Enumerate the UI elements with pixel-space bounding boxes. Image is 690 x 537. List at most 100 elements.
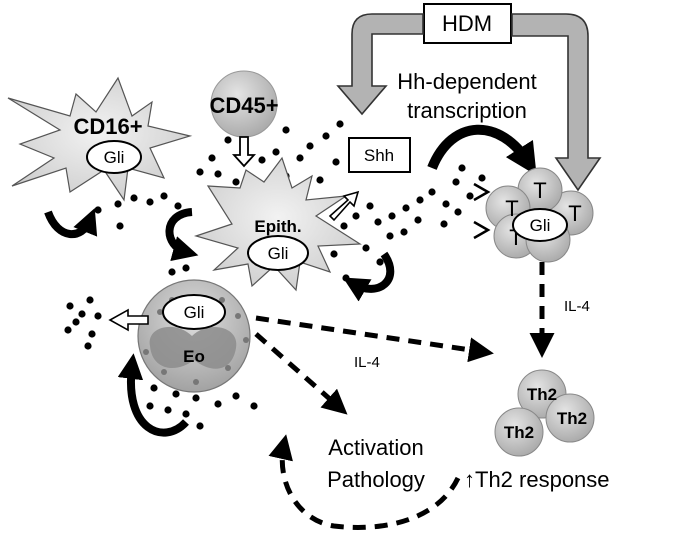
cd16-label: CD16+ <box>73 114 142 139</box>
cd45-cell: CD45+ <box>209 70 279 168</box>
shh-dot <box>306 142 314 150</box>
shh-dot <box>84 342 92 350</box>
shh-dot <box>146 198 154 206</box>
hh-dependent-label: Hh-dependent <box>397 69 536 94</box>
shh-dot <box>94 312 102 320</box>
pathology-label: Pathology <box>327 467 425 492</box>
shh-dot <box>376 258 384 266</box>
shh-dot <box>282 126 290 134</box>
eosinophil-label: Eo <box>183 347 205 366</box>
shh-dot <box>66 302 74 310</box>
shh-dot <box>466 192 474 200</box>
cd16-autocrine-arrow <box>44 208 98 239</box>
shh-dot <box>72 318 80 326</box>
shh-dot <box>196 422 204 430</box>
shh-dot <box>316 176 324 184</box>
shh-dot <box>442 200 450 208</box>
shh-dot <box>192 394 200 402</box>
epithelial-cell: Epith. Gli <box>193 156 362 292</box>
shh-dot <box>130 194 138 202</box>
transcription-label: transcription <box>407 98 527 123</box>
shh-label: Shh <box>364 146 394 165</box>
shh-dot <box>414 216 422 224</box>
eosinophil-autocrine-arrow <box>117 353 189 437</box>
shh-dot <box>458 164 466 172</box>
shh-dot <box>164 406 172 414</box>
eosinophil-gli-label: Gli <box>184 303 205 322</box>
shh-dot <box>374 218 382 226</box>
shh-dot <box>454 208 462 216</box>
shh-dot <box>88 330 96 338</box>
eosinophil-secretion-arrow <box>108 308 149 332</box>
cd16-cell: CD16+ Gli <box>7 76 193 202</box>
shh-dot <box>332 158 340 166</box>
shh-dot <box>402 204 410 212</box>
shh-dot <box>340 222 348 230</box>
t-cell-label-top: T <box>533 178 546 203</box>
shh-dot <box>168 268 176 276</box>
cd16-star-shape <box>7 76 193 202</box>
epithelial-shh-secretion-arrow <box>328 190 360 222</box>
shh-to-tcell-curved-arrow <box>427 124 537 176</box>
shh-dot <box>388 212 396 220</box>
t-cell-gli-label: Gli <box>530 216 551 235</box>
epithelial-autocrine-left-arrow <box>165 208 199 261</box>
receptor-upper <box>473 182 491 202</box>
cd45-label: CD45+ <box>209 93 278 118</box>
shh-dot <box>336 120 344 128</box>
il4-right-label: IL-4 <box>564 298 590 315</box>
hdm-label: HDM <box>442 11 492 36</box>
shh-dot <box>232 392 240 400</box>
shh-dot <box>214 400 222 408</box>
shh-dot <box>114 200 122 208</box>
cd16-gli-label: Gli <box>104 148 125 167</box>
shh-dot <box>172 390 180 398</box>
th2-label-right: Th2 <box>557 409 587 428</box>
t-cell-label-left: T <box>505 196 518 221</box>
shh-dot <box>174 202 182 210</box>
shh-dot <box>182 264 190 272</box>
shh-dot <box>258 156 266 164</box>
shh-dot <box>182 410 190 418</box>
shh-dot <box>160 192 168 200</box>
hdm-left-block-arrow <box>336 13 424 116</box>
epithelial-autocrine-right-arrow <box>342 251 395 302</box>
shh-dot <box>296 154 304 162</box>
shh-dot <box>428 188 436 196</box>
hdm-right-block-arrow <box>511 13 602 192</box>
shh-dot <box>416 196 424 204</box>
receptor-lower <box>473 220 491 240</box>
eo-to-activation-arrow <box>254 332 348 415</box>
shh-dot <box>342 274 350 282</box>
th2-response-label: ↑Th2 response <box>464 467 610 492</box>
shh-dot <box>272 148 280 156</box>
hdm-allergen-node: HDM <box>423 3 512 44</box>
shh-dot <box>146 402 154 410</box>
shh-dot <box>330 250 338 258</box>
shh-dot <box>232 178 240 186</box>
shh-dot <box>78 310 86 318</box>
shh-node: Shh <box>348 137 411 173</box>
shh-dot <box>116 222 124 230</box>
th2-feedback-arrow <box>268 434 461 530</box>
shh-dot <box>64 326 72 334</box>
cd45-down-arrow <box>231 136 257 168</box>
eosinophil-nucleus <box>149 326 237 369</box>
t-cell-label-right: T <box>568 201 581 226</box>
il4-eo-to-th2-arrow <box>255 315 494 363</box>
shh-dot <box>362 244 370 252</box>
shh-dot <box>440 220 448 228</box>
epithelial-star-shape <box>193 156 362 292</box>
shh-dot <box>208 154 216 162</box>
il4-center-label: IL-4 <box>354 354 380 371</box>
shh-dot <box>386 232 394 240</box>
shh-dot <box>150 384 158 392</box>
shh-dot <box>478 174 486 182</box>
shh-dot <box>224 136 232 144</box>
shh-dot <box>366 202 374 210</box>
activation-label: Activation <box>328 435 423 460</box>
epithelial-gli-label: Gli <box>268 244 289 263</box>
shh-dot <box>196 168 204 176</box>
shh-dot <box>94 206 102 214</box>
